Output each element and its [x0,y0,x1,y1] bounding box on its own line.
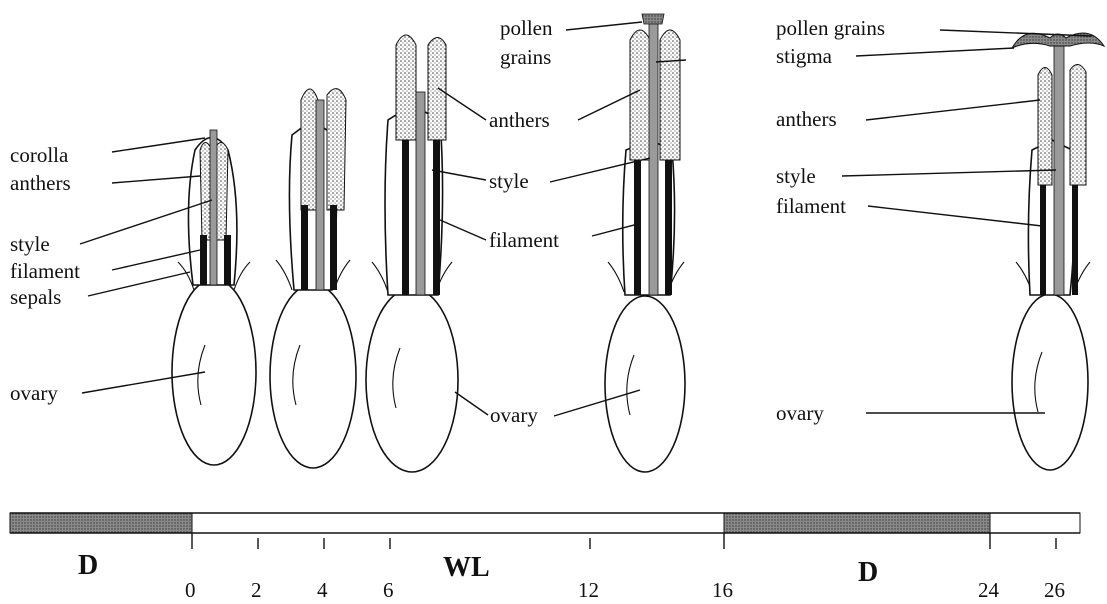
label-filament-3: filament [489,228,559,252]
label-sepals: sepals [10,285,61,309]
flower-4 [605,14,685,472]
timeline-phase-light-1 [192,513,724,533]
label-anthers-5: anthers [776,107,837,131]
label-ovary-5: ovary [776,401,824,425]
timeline-phase-dark-2 [724,513,990,533]
photoperiod-timeline: D WL D 0 2 4 6 12 16 24 26 [10,513,1080,602]
phase-label-dark-1: D [78,550,98,581]
label-style-1: style [10,232,50,256]
tick-26: 26 [1044,578,1065,602]
tick-6: 6 [383,578,394,602]
ovary-shape [172,279,256,465]
flower-1 [172,130,256,465]
label-style-3: style [489,169,529,193]
flower-3 [366,35,458,472]
tick-24: 24 [978,578,1000,602]
flower-2 [270,89,356,468]
label-ovary-1: ovary [10,381,58,405]
style-shape [210,130,217,285]
tick-16: 16 [712,578,733,602]
label-style-5: style [776,164,816,188]
label-anthers-3: anthers [489,108,550,132]
flower-5 [1012,33,1104,470]
tick-12: 12 [578,578,599,602]
label-stigma: stigma [776,44,833,68]
tick-4: 4 [317,578,328,602]
tick-2: 2 [251,578,262,602]
pollen-cluster [642,14,664,24]
phase-label-light: WL [443,552,490,583]
label-ovary-3: ovary [490,403,538,427]
phase-label-dark-2: D [858,557,878,588]
label-corolla: corolla [10,143,69,167]
label-filament-1: filament [10,259,80,283]
label-filament-5: filament [776,194,846,218]
label-pollen-grains-5: pollen grains [776,16,885,40]
timeline-phase-dark-1 [10,513,192,533]
label-pollen-4b: grains [500,45,551,69]
tick-0: 0 [185,578,196,602]
label-anthers-1: anthers [10,171,71,195]
filament-shape [200,235,207,285]
timeline-phase-light-2 [990,513,1080,533]
label-pollen-4a: pollen [500,16,553,40]
